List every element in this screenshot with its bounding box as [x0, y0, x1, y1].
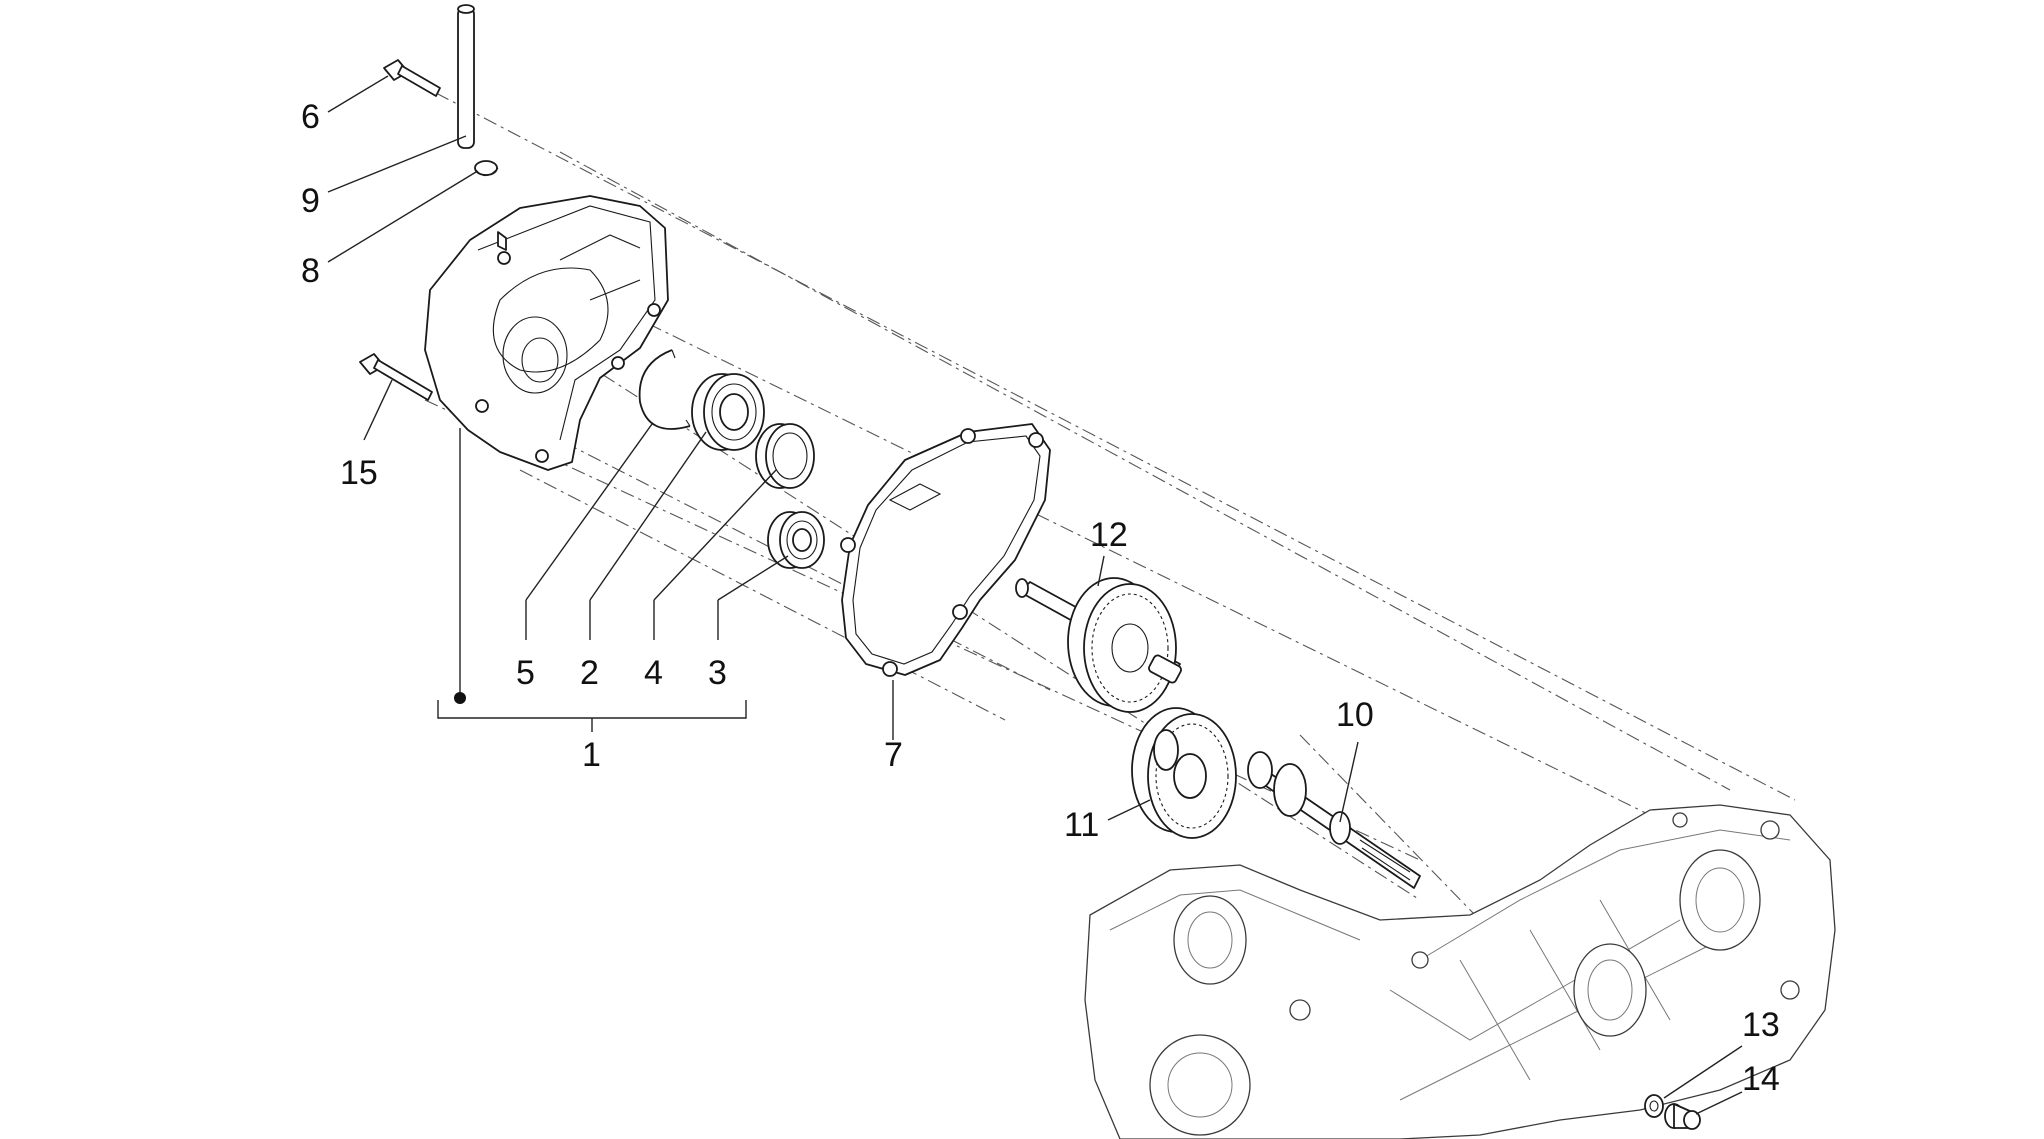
part-1-group-dot [454, 692, 466, 704]
callout-7: 7 [884, 736, 903, 774]
callout-11: 11 [1064, 806, 1099, 844]
callout-9: 9 [301, 182, 320, 220]
part-9-tube [457, 4, 475, 149]
part-2-bearing [691, 373, 765, 451]
engine-crankcase [1084, 804, 1836, 1139]
callout-6: 6 [301, 98, 320, 136]
callout-5: 5 [516, 654, 535, 692]
part-1-housing-cover [424, 195, 669, 471]
callout-14: 14 [1742, 1060, 1780, 1098]
leader-lines [327, 75, 1743, 1115]
callout-labels: 6 9 8 15 5 2 4 3 1 7 12 10 11 13 14 [301, 98, 1780, 1098]
callout-3: 3 [708, 654, 727, 692]
callout-13: 13 [1742, 1006, 1780, 1044]
part-15-bolt [359, 353, 433, 401]
part-8-clip [474, 160, 499, 177]
part-10-output-shaft [1247, 751, 1421, 889]
part-3-small-bearing [767, 511, 825, 569]
callout-1: 1 [582, 736, 601, 774]
part-7-gasket [840, 423, 1051, 677]
callout-8: 8 [301, 252, 320, 290]
callout-4: 4 [644, 654, 663, 692]
callout-10: 10 [1336, 696, 1374, 734]
part-13-washer [1644, 1094, 1664, 1118]
part-6-bolt [383, 59, 441, 97]
callout-15: 15 [340, 454, 378, 492]
callout-12: 12 [1090, 516, 1128, 554]
part-4-oil-seal [755, 423, 815, 489]
part-11-gear [1131, 707, 1237, 839]
part-5-circlip [638, 349, 691, 430]
callout-2: 2 [580, 654, 599, 692]
part-14-plug-screw [1664, 1103, 1701, 1130]
part-12-gear-shaft [1015, 577, 1182, 713]
